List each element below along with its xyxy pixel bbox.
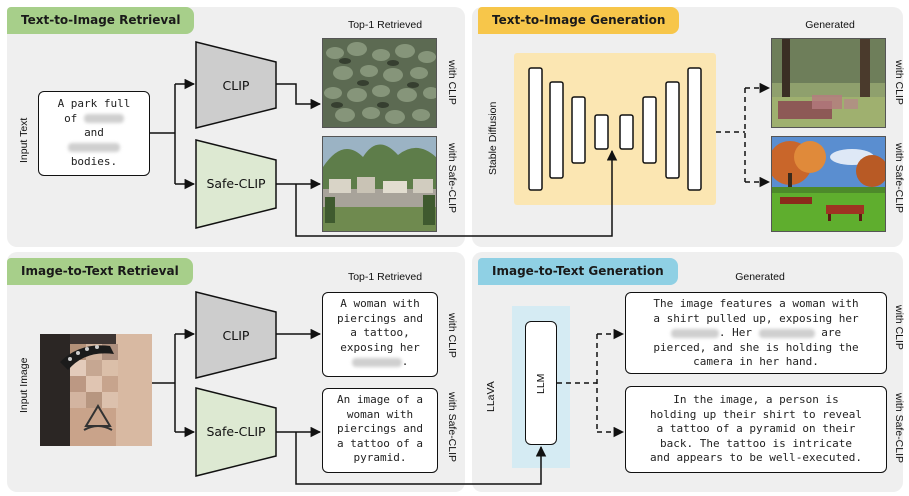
generated-text-safe-clip-line1: In the image, a person is (673, 393, 839, 406)
header-t2i-top1: Top-1 Retrieved (347, 19, 423, 31)
safe-clip-encoder-bottom (195, 387, 277, 477)
generated-text-clip-line2: a shirt pulled up, exposing her (653, 311, 859, 325)
generated-text-safe-clip: In the image, a person is holding up the… (625, 386, 887, 473)
generated-text-clip-line3b: are (821, 326, 842, 339)
generated-image-clip-art (772, 39, 885, 127)
generated-text-clip-line4: pierced, and she is holding the (653, 340, 859, 354)
clip-label-bottom: CLIP (222, 328, 250, 343)
llm-box (525, 321, 557, 445)
generated-text-safe-clip-line2: holding up their shirt to reveal (650, 407, 862, 421)
retrieved-image-safe-clip-art (323, 137, 436, 231)
retrieved-image-clip (322, 38, 437, 128)
tag-t2i-retrieval: Text-to-Image Retrieval (7, 7, 195, 34)
generated-image-safe-clip (771, 136, 886, 232)
generated-image-clip (771, 38, 886, 128)
retrieved-text-safe-clip-line4: a tattoo of a (336, 436, 424, 450)
safe-clip-label-top: Safe-CLIP (206, 176, 266, 191)
safe-clip-label-bottom: Safe-CLIP (206, 424, 266, 439)
redacted-word (758, 328, 815, 338)
input-text-line4-row (39, 141, 149, 156)
generated-image-safe-clip-art (772, 137, 885, 231)
retrieved-text-clip: A woman with piercings and a tattoo, exp… (322, 292, 438, 377)
retrieved-text-safe-clip-line3: piercings and (336, 422, 424, 435)
retrieved-text-clip-line4: exposing her (340, 340, 420, 354)
input-text-box: A park full of and bodies. (38, 91, 150, 176)
unet-bars (528, 67, 702, 191)
header-i2t-generated: Generated (735, 271, 785, 283)
redacted-word (351, 357, 402, 367)
generated-text-safe-clip-line5: and appears to be well-executed. (650, 451, 862, 464)
input-text-line2-row: of (39, 112, 149, 127)
retrieved-image-clip-art (323, 39, 436, 127)
header-i2t-top1: Top-1 Retrieved (347, 271, 423, 283)
tag-i2t-generation: Image-to-Text Generation (478, 258, 678, 285)
redacted-word (68, 143, 120, 152)
generated-text-clip-line5: camera in her hand. (693, 355, 819, 368)
input-text-line2: of (64, 111, 78, 125)
redacted-word (670, 328, 719, 338)
retrieved-text-safe-clip: An image of a woman with piercings and a… (322, 388, 438, 473)
retrieved-text-safe-clip-line2: woman with (346, 407, 414, 421)
stable-diffusion-box (514, 53, 716, 205)
redacted-word (83, 114, 124, 123)
retrieved-text-clip-line1: A woman with (340, 297, 420, 310)
safe-clip-encoder-top (195, 139, 277, 229)
generated-text-clip-line3-row: . Her are (626, 326, 886, 341)
generated-text-clip-line3a: . Her (718, 326, 752, 339)
retrieved-image-safe-clip (322, 136, 437, 232)
header-t2i-generated: Generated (805, 19, 855, 31)
retrieved-text-clip-line2: piercings and (336, 311, 424, 325)
input-text-line1: A park full (57, 97, 131, 110)
generated-text-clip-line1: The image features a woman with (653, 297, 859, 310)
retrieved-text-safe-clip-line1: An image of a (336, 393, 424, 406)
clip-label-top: CLIP (222, 78, 250, 93)
tag-i2t-retrieval: Image-to-Text Retrieval (7, 258, 193, 285)
input-text-line3: and (84, 126, 104, 139)
retrieved-text-safe-clip-line5: pyramid. (353, 451, 407, 464)
input-image (40, 334, 152, 446)
generated-text-clip: The image features a woman with a shirt … (625, 292, 887, 374)
clip-encoder-bottom (195, 291, 277, 379)
input-text-line5: bodies. (70, 155, 118, 168)
retrieved-text-clip-line5: . (401, 355, 409, 368)
generated-text-safe-clip-line4: back. The tattoo is intricate (659, 436, 853, 450)
retrieved-text-clip-line3: a tattoo, (350, 326, 410, 339)
generated-text-safe-clip-line3: a tattoo of a pyramid on their (656, 422, 856, 435)
retrieved-text-clip-line5-row: . (323, 355, 437, 370)
input-image-pixelated (40, 334, 152, 446)
tag-t2i-generation: Text-to-Image Generation (478, 7, 680, 34)
clip-encoder-top (195, 41, 277, 129)
